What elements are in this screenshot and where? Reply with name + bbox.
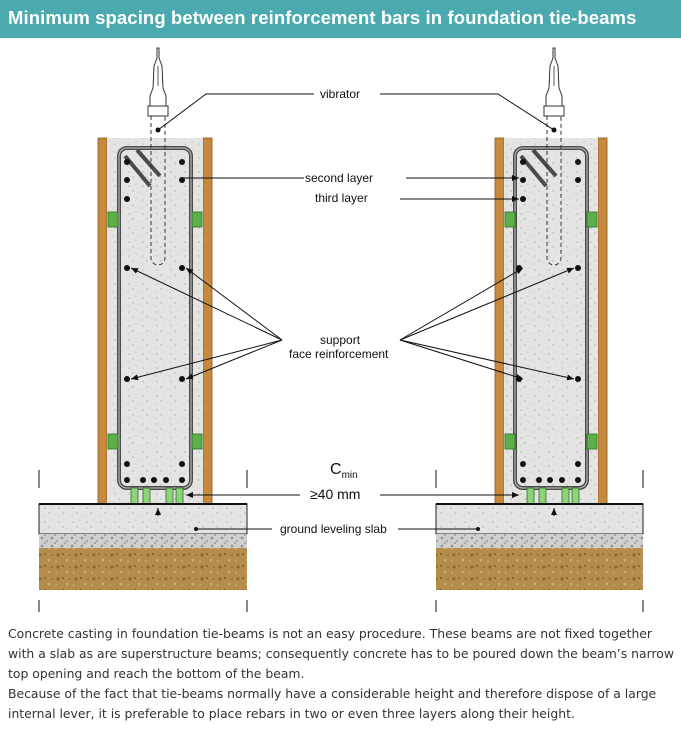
cmin-sub: min <box>342 470 358 481</box>
description-paragraph-2: Because of the fact that tie-beams norma… <box>8 686 657 721</box>
vibrator-label: vibrator <box>320 87 360 101</box>
soil-layer <box>436 548 643 590</box>
description: Concrete casting in foundation tie-beams… <box>8 624 676 724</box>
spacer-icons <box>107 211 203 505</box>
right-tie-beam <box>435 47 644 612</box>
formwork-left-inner <box>202 137 213 505</box>
cmin-main: C <box>330 461 342 478</box>
spacing-label: ≥40 mm <box>310 486 360 502</box>
formwork-left-outer <box>97 137 108 505</box>
face-reinforcement-label: face reinforcement <box>289 347 389 361</box>
support-label: support <box>320 333 361 347</box>
rebars <box>516 159 581 483</box>
concrete-body <box>107 138 203 504</box>
third-layer-label: third layer <box>315 191 368 205</box>
page-title: Minimum spacing between reinforcement ba… <box>8 7 637 28</box>
left-tie-beam <box>38 47 248 612</box>
slab-label: ground leveling slab <box>280 522 387 536</box>
formwork-right-inner <box>597 137 608 505</box>
gravel-layer <box>39 534 247 548</box>
title-banner: Minimum spacing between reinforcement ba… <box>0 0 681 38</box>
formwork-right-outer <box>494 137 505 505</box>
second-layer-label: second layer <box>305 171 373 185</box>
concrete-body <box>504 138 598 504</box>
rebars <box>124 159 185 483</box>
gravel-layer <box>436 534 643 548</box>
cmin-label: Cmin <box>330 461 358 481</box>
soil-layer <box>39 548 247 590</box>
description-paragraph-1: Concrete casting in foundation tie-beams… <box>8 626 674 681</box>
tie-beam-diagram: vibrator second layer third layer suppor… <box>38 47 644 612</box>
leader-lines <box>130 93 575 530</box>
